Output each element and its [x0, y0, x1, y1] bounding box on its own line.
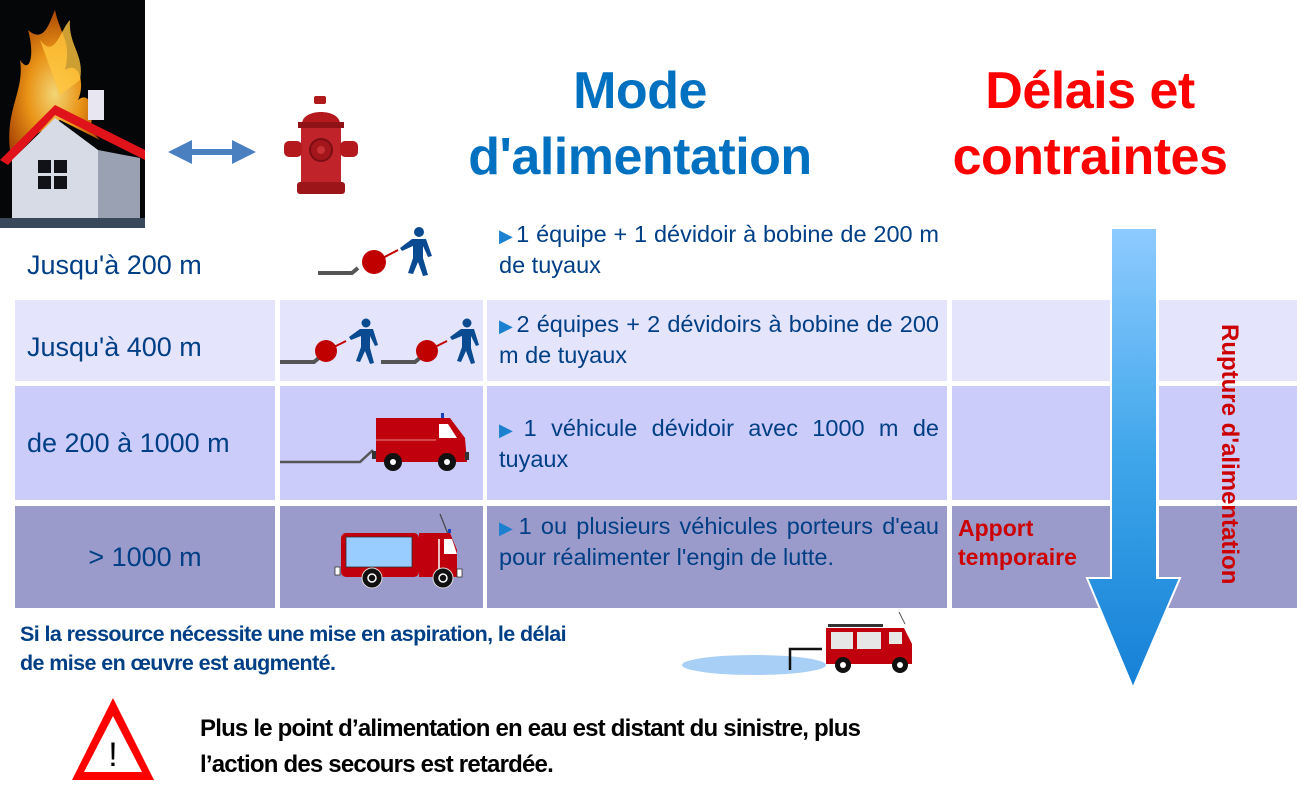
- distance-cell: de 200 à 1000 m: [15, 386, 275, 500]
- warning-line2: l’action des secours est retardée.: [200, 751, 554, 778]
- delais-contraintes-title: Délais et contraintes: [900, 58, 1280, 190]
- rupture-text: Rupture d'alimentation: [1216, 323, 1243, 585]
- bullet-icon: ▶: [499, 316, 514, 336]
- double-arrow-icon: [168, 137, 256, 167]
- distance-cell: Jusqu'à 400 m: [15, 300, 275, 381]
- bullet-icon: ▶: [499, 226, 514, 246]
- distance-label: de 200 à 1000 m: [27, 427, 230, 458]
- hose-truck-icon: [280, 386, 483, 500]
- warning-icon: !: [68, 694, 158, 784]
- description-cell: ▶2 équipes + 2 dévidoirs à bobine de 200…: [487, 300, 947, 381]
- warning-line1: Plus le point d’alimentation en eau est …: [200, 715, 861, 742]
- distance-label: Jusqu'à 400 m: [27, 332, 202, 362]
- distance-cell: Jusqu'à 200 m: [15, 228, 275, 296]
- two-teams-hose-reels-icon: [280, 300, 483, 381]
- rupture-alimentation-label: Rupture d'alimentation: [1173, 298, 1285, 610]
- title-line1: Délais et: [985, 62, 1195, 120]
- aspiration-note: Si la ressource nécessite une mise en as…: [20, 620, 780, 678]
- title-line2: d'alimentation: [468, 128, 812, 186]
- distance-cell: > 1000 m: [15, 506, 275, 608]
- description-text: 2 équipes + 2 dévidoirs à bobine de 200 …: [499, 311, 940, 368]
- note-line2: de mise en œuvre est augmenté.: [20, 651, 336, 675]
- title-line1: Mode: [573, 62, 707, 120]
- note-line1: Si la ressource nécessite une mise en as…: [20, 622, 567, 646]
- rupture-cell: [1159, 506, 1297, 608]
- description-cell: ▶1 équipe + 1 dévidoir à bobine de 200 m…: [487, 220, 947, 290]
- description-text: 1 ou plusieurs véhicules porteurs d'eau …: [499, 513, 939, 570]
- bullet-icon: ▶: [499, 518, 516, 538]
- title-line2: contraintes: [952, 128, 1228, 186]
- fire-hydrant-icon: [284, 96, 358, 196]
- temporaire-label: temporaire: [958, 544, 1077, 570]
- description-text: 1 véhicule dévidoir avec 1000 m de tuyau…: [499, 415, 939, 472]
- rupture-cell: [1159, 300, 1297, 381]
- fire-engine-suction-icon: [676, 610, 921, 678]
- one-team-hose-reel-icon: [280, 218, 483, 298]
- mode-alimentation-title: Mode d'alimentation: [430, 58, 850, 190]
- description-cell: ▶1 véhicule dévidoir avec 1000 m de tuya…: [487, 386, 947, 500]
- distance-label: Jusqu'à 200 m: [27, 249, 202, 280]
- rupture-cell: [1159, 386, 1297, 500]
- burning-house-icon: [0, 0, 145, 228]
- apport-label: Apport: [958, 515, 1034, 541]
- description-text: 1 équipe + 1 dévidoir à bobine de 200 m …: [499, 221, 939, 278]
- description-cell: ▶1 ou plusieurs véhicules porteurs d'eau…: [487, 506, 947, 608]
- distance-label: > 1000 m: [88, 541, 202, 572]
- svg-text:!: !: [108, 736, 117, 774]
- bullet-icon: ▶: [499, 420, 521, 440]
- warning-message: Plus le point d’alimentation en eau est …: [200, 711, 1100, 783]
- down-arrow-icon: [1084, 226, 1184, 692]
- water-tanker-truck-icon: [280, 506, 483, 608]
